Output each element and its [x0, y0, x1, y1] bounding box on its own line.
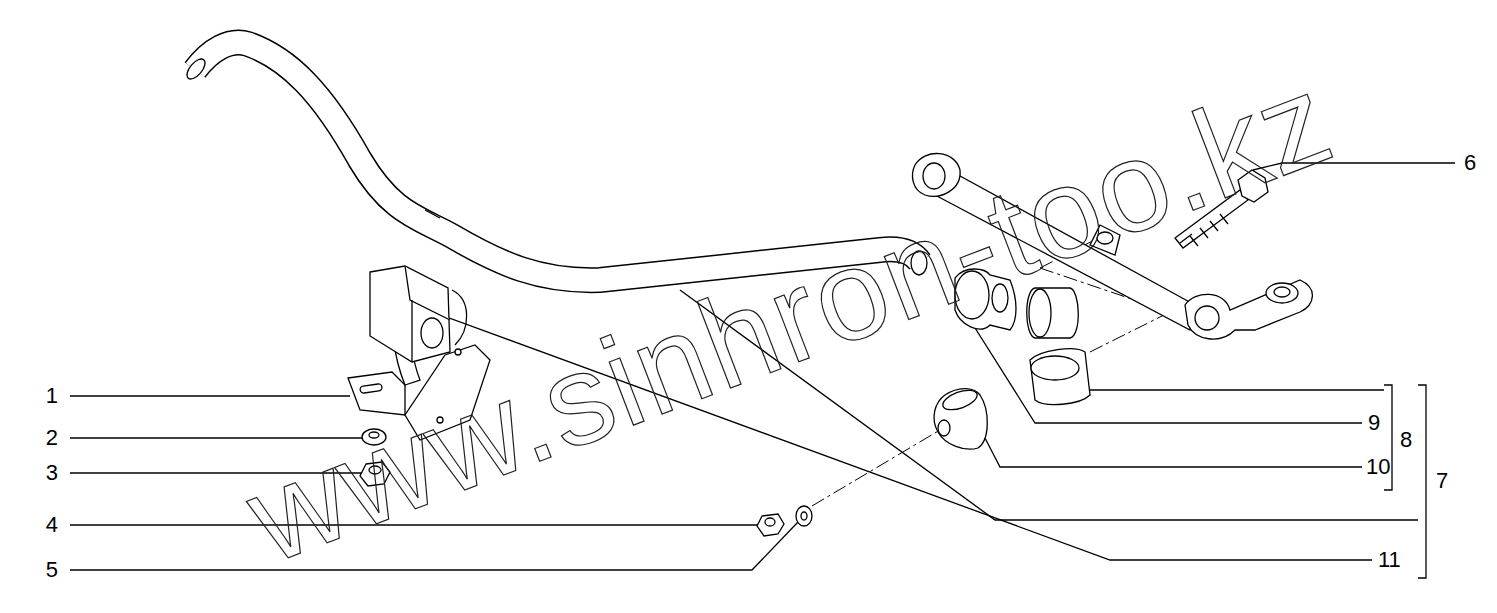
callout-number: 4: [46, 514, 58, 536]
callout-number: 9: [1368, 412, 1380, 434]
callout-number: 11: [1378, 549, 1401, 571]
callout-number: 5: [46, 559, 58, 581]
callout-number: 7: [1436, 470, 1448, 492]
callout-number: 8: [1400, 429, 1412, 451]
callout-number: 10: [1366, 456, 1390, 478]
callout-number: 1: [46, 385, 58, 407]
callout-number: 3: [46, 462, 58, 484]
callout-number: 6: [1464, 152, 1476, 174]
callout-number: 2: [46, 427, 58, 449]
